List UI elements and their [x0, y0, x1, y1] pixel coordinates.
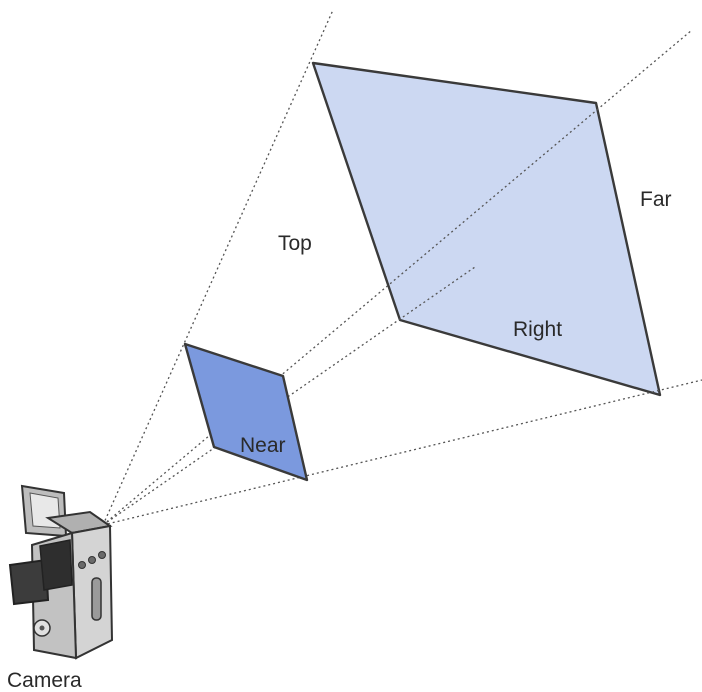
near-label: Near	[240, 434, 286, 457]
far-label: Far	[640, 188, 672, 211]
right-label: Right	[513, 318, 562, 341]
near-plane	[183, 342, 309, 482]
frustum-line-center	[102, 29, 693, 526]
far-plane	[311, 61, 662, 397]
frustum-line-bottom	[102, 379, 702, 526]
camera-icon	[8, 484, 114, 660]
frustum-line-inner	[102, 266, 476, 526]
frustum-line-top	[102, 9, 334, 526]
frustum-lines	[102, 9, 702, 526]
top-label: Top	[278, 232, 312, 255]
camera-label: Camera	[7, 669, 82, 692]
